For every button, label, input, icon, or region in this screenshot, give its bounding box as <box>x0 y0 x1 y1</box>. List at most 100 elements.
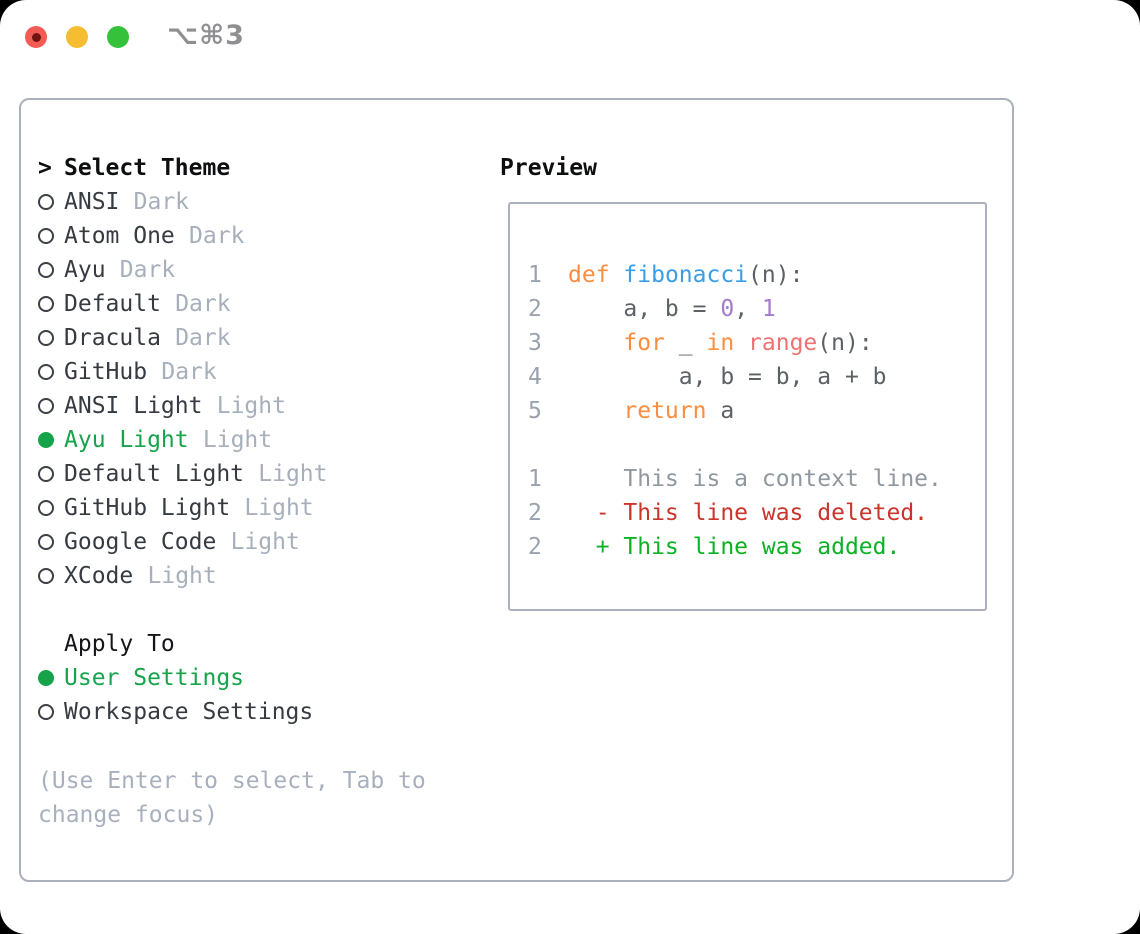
radio-icon <box>38 534 64 550</box>
close-button[interactable] <box>25 26 47 48</box>
line-number: 2 <box>528 500 542 526</box>
theme-option[interactable]: XCode Light <box>38 559 328 593</box>
code-line: 4 a, b = b, a + b <box>528 360 942 394</box>
theme-variant-label: Light <box>230 529 300 555</box>
theme-option[interactable]: User Settings <box>38 661 313 695</box>
radio-icon <box>38 704 64 720</box>
theme-option[interactable]: Ayu Light Light <box>38 423 328 457</box>
option-label: Default <box>64 291 161 317</box>
radio-icon <box>38 330 64 346</box>
code-line: 5 return a <box>528 394 942 428</box>
radio-icon <box>38 500 64 516</box>
radio-icon <box>38 568 64 584</box>
code-token <box>568 326 623 360</box>
option-label: Ayu Light <box>64 427 189 453</box>
code-token: (n): <box>817 330 873 356</box>
select-theme-header: > Select Theme <box>38 151 328 185</box>
code-line <box>528 428 942 462</box>
code-token: 1 <box>761 296 776 322</box>
theme-variant-label: Light <box>258 461 328 487</box>
theme-variant-label: Dark <box>189 223 245 249</box>
theme-variant-label: Dark <box>119 257 176 283</box>
theme-option[interactable]: Ayu Dark <box>38 253 328 287</box>
code-token: return <box>623 398 707 424</box>
radio-icon <box>38 398 64 414</box>
line-number: 2 <box>528 296 542 322</box>
option-label: Default Light <box>64 461 245 487</box>
option-label: GitHub <box>64 359 148 385</box>
line-number: 5 <box>528 398 542 424</box>
apply-to-header: Apply To <box>38 627 313 661</box>
theme-variant-label: Dark <box>175 325 231 351</box>
preview-title: Preview <box>500 155 597 181</box>
code-token: 0 <box>720 296 735 322</box>
window-shortcut-label: ⌥⌘3 <box>167 20 245 51</box>
theme-variant-label: Light <box>244 495 314 521</box>
code-token <box>568 394 623 428</box>
theme-option[interactable]: GitHub Light Light <box>38 491 328 525</box>
code-token: a <box>706 398 735 424</box>
line-number: 3 <box>528 330 542 356</box>
option-label: ANSI Light <box>64 393 203 419</box>
line-number: 4 <box>528 364 542 390</box>
code-token <box>734 326 748 360</box>
theme-option[interactable]: ANSI Dark <box>38 185 328 219</box>
option-label: XCode <box>64 563 134 589</box>
radio-selected-icon <box>38 670 64 686</box>
theme-option[interactable]: ANSI Light Light <box>38 389 328 423</box>
radio-icon <box>38 364 64 380</box>
theme-option[interactable]: Default Light Light <box>38 457 328 491</box>
option-label: ANSI <box>64 189 120 215</box>
theme-option[interactable]: Google Code Light <box>38 525 328 559</box>
code-token: This is a context line. <box>568 466 942 492</box>
code-line: 1 This is a context line. <box>528 462 942 496</box>
theme-variant-label: Light <box>216 393 286 419</box>
theme-option[interactable]: Workspace Settings <box>38 695 313 729</box>
radio-icon <box>38 262 64 278</box>
code-token: a, b = b, a + b <box>568 364 887 390</box>
option-label: Workspace Settings <box>64 699 314 725</box>
code-token: for <box>623 330 665 356</box>
code-token: fibonacci <box>623 262 749 288</box>
zoom-button[interactable] <box>107 26 129 48</box>
code-line: 2 - This line was deleted. <box>528 496 942 530</box>
option-label: Ayu <box>64 257 106 283</box>
titlebar: ⌥⌘3 <box>0 0 1140 74</box>
line-number: 1 <box>528 262 542 288</box>
theme-option[interactable]: Atom One Dark <box>38 219 328 253</box>
theme-variant-label: Dark <box>133 189 190 215</box>
theme-variant-label: Light <box>147 563 217 589</box>
code-token: def <box>568 262 610 288</box>
code-token: + This line was added. <box>568 534 901 560</box>
code-token: range <box>748 330 818 356</box>
option-label: Dracula <box>64 325 161 351</box>
code-token: in <box>706 330 735 356</box>
code-line: 2 a, b = 0, 1 <box>528 292 942 326</box>
radio-icon <box>38 296 64 312</box>
theme-variant-label: Light <box>202 427 273 453</box>
code-line: 2 + This line was added. <box>528 530 942 564</box>
option-label: GitHub Light <box>64 495 231 521</box>
code-line: 3 for _ in range(n): <box>528 326 942 360</box>
line-number <box>528 428 568 462</box>
option-label: User Settings <box>64 665 245 691</box>
code-token: _ <box>664 330 707 356</box>
apply-to-title: Apply To <box>64 631 175 657</box>
radio-icon <box>38 228 64 244</box>
minimize-button[interactable] <box>66 26 88 48</box>
code-token <box>610 258 624 292</box>
line-number: 2 <box>528 534 542 560</box>
option-label: Google Code <box>64 529 217 555</box>
radio-selected-icon <box>38 432 64 448</box>
option-label: Atom One <box>64 223 175 249</box>
prompt-icon: > <box>38 155 52 181</box>
code-token: a, b = <box>568 296 721 322</box>
theme-option[interactable]: Dracula Dark <box>38 321 328 355</box>
